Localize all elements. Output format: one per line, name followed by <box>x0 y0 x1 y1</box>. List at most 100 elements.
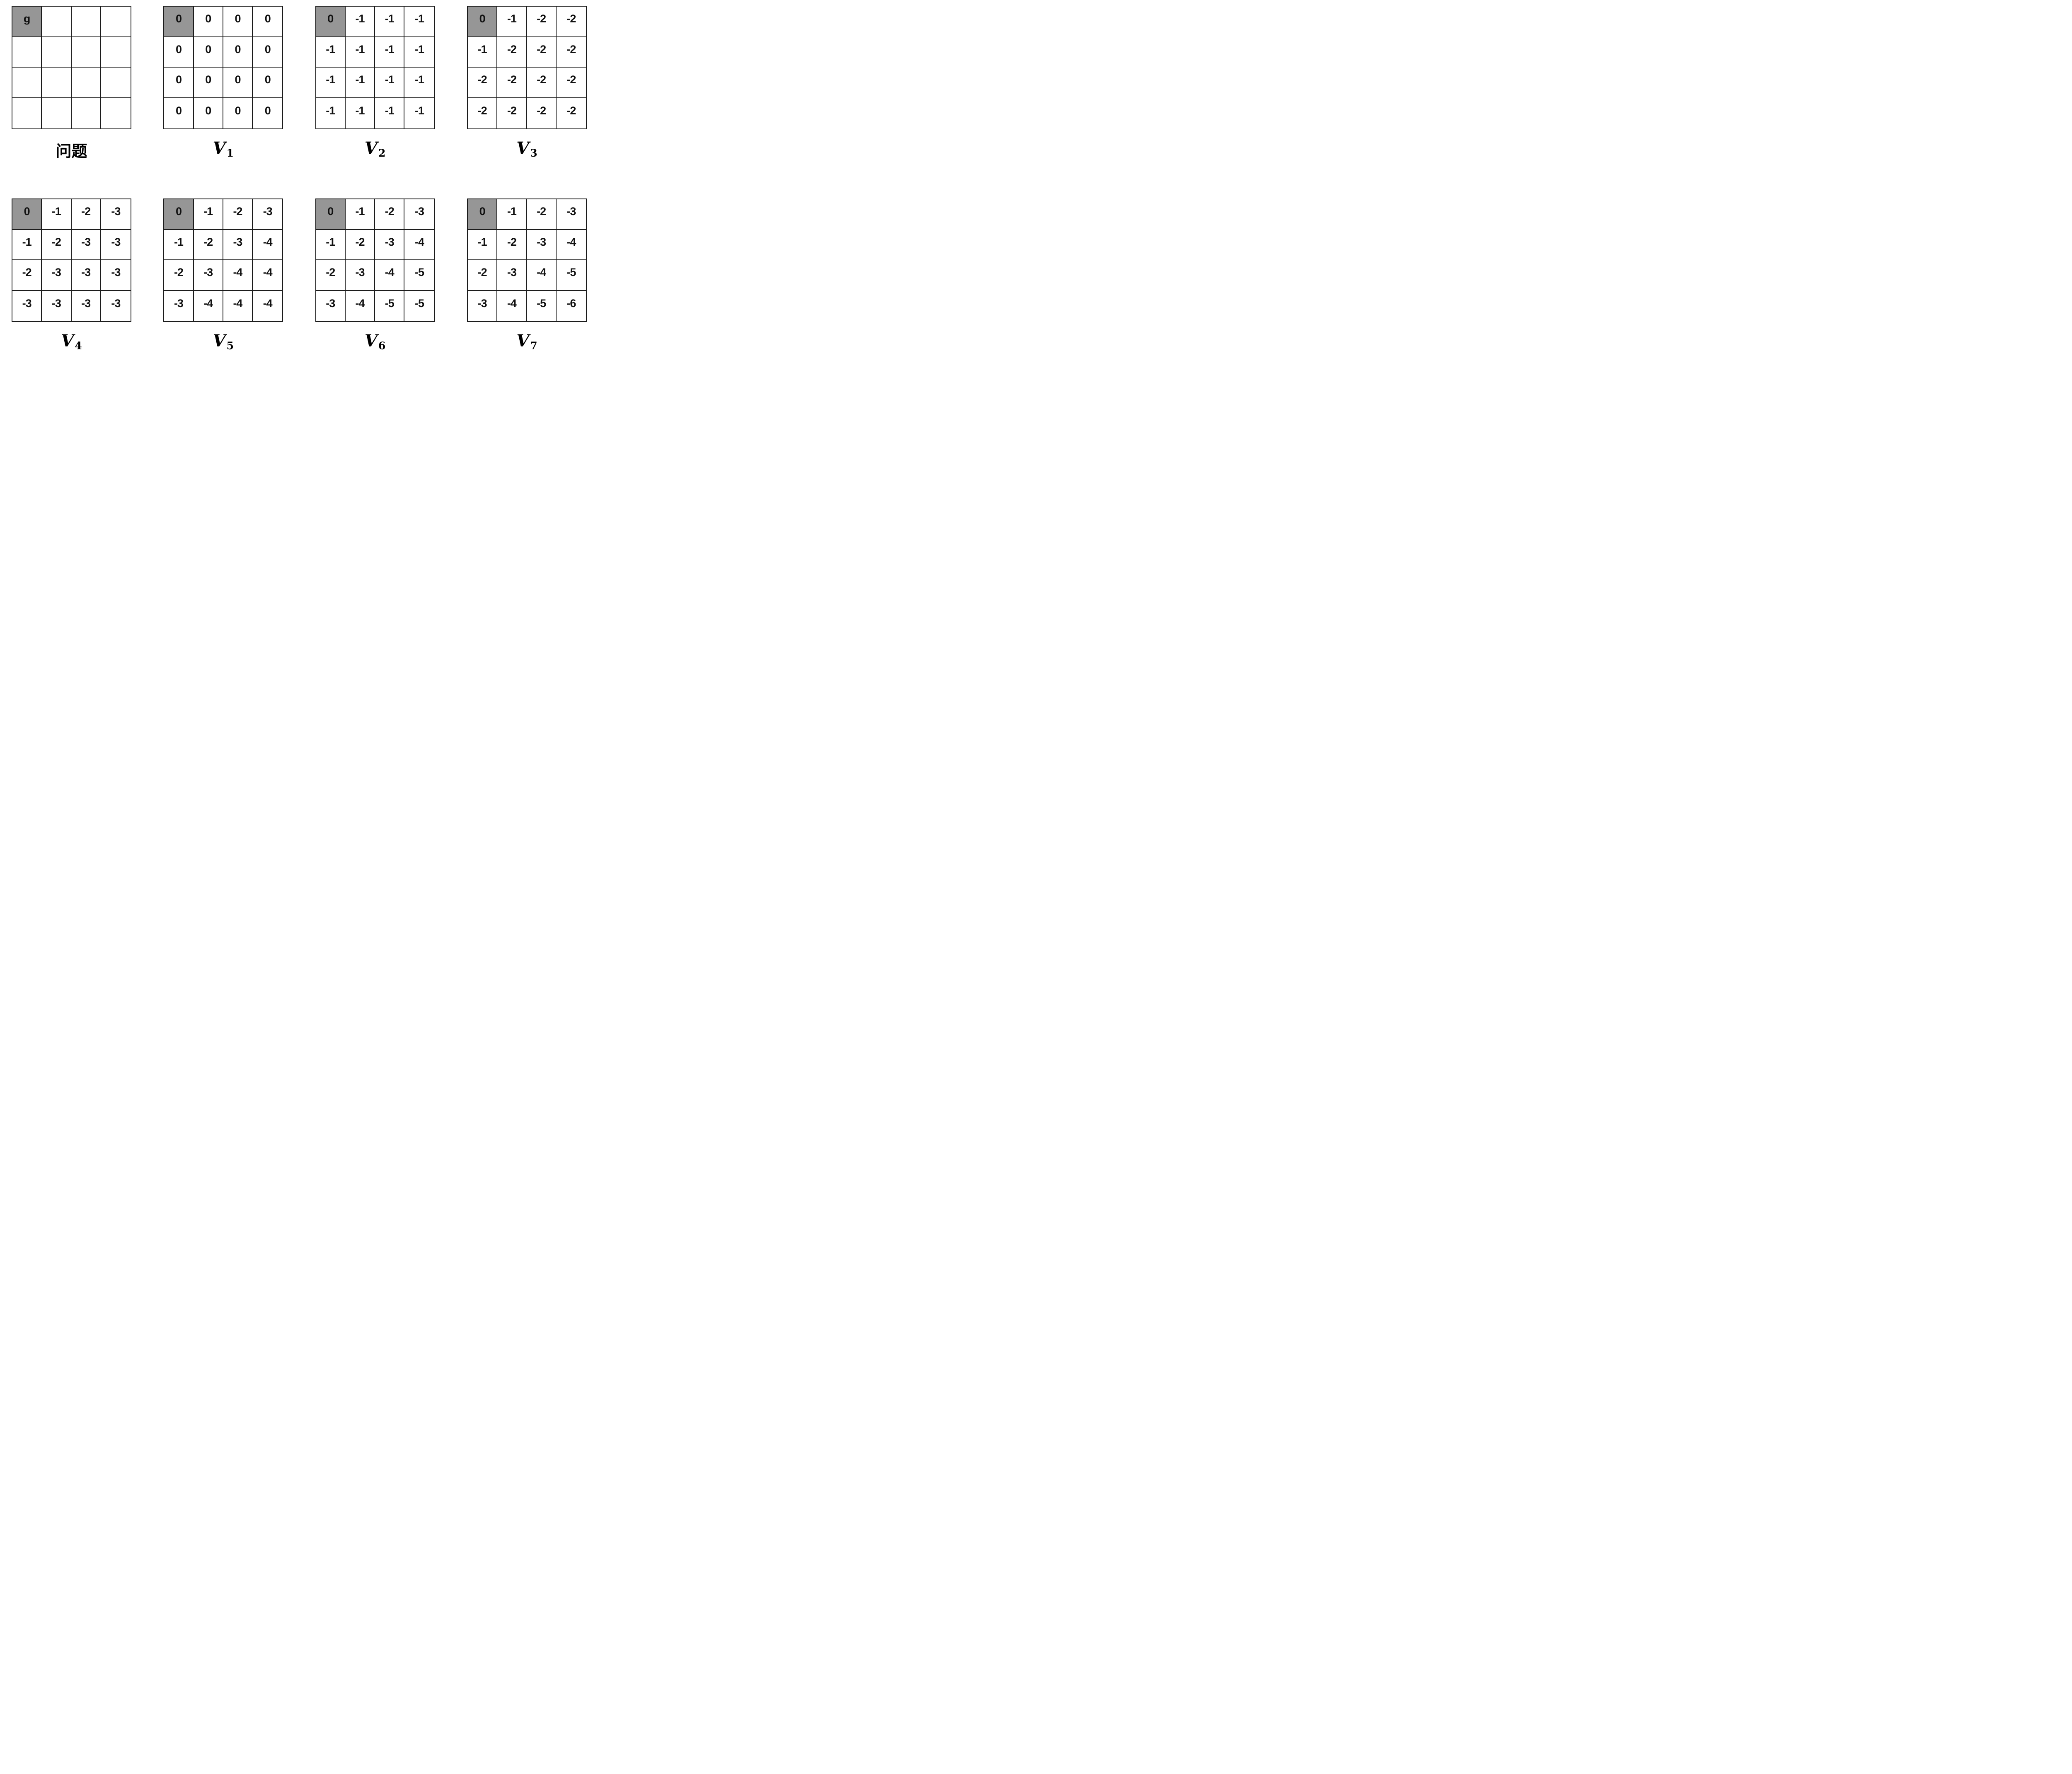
grid-cell-v3-r0c2: -2 <box>527 7 557 37</box>
value-symbol-subscript: 1 <box>226 147 234 159</box>
goal-cell-v6-r0c0: 0 <box>316 199 346 230</box>
grid-cell-problem-r2c1 <box>42 68 72 98</box>
grid-cell-v4-r1c1: -2 <box>42 230 72 260</box>
grid-cell-v4-r2c0: -2 <box>12 260 42 291</box>
goal-cell-v1-r0c0: 0 <box>164 7 194 37</box>
grid-cell-v4-r1c0: -1 <box>12 230 42 260</box>
grid-cell-v1-r3c2: 0 <box>223 98 253 128</box>
grid-cell-problem-r1c2 <box>71 37 101 68</box>
grid-cell-problem-r1c1 <box>42 37 72 68</box>
grid-cell-v1-r1c0: 0 <box>164 37 194 68</box>
grid-cell-v4-r2c1: -3 <box>42 260 72 291</box>
grid-cell-problem-r3c3 <box>101 98 131 129</box>
grid-cell-v6-r2c2: -4 <box>375 260 405 291</box>
value-symbol-base: V <box>61 331 74 351</box>
grid-cell-problem-r0c1 <box>42 7 72 37</box>
grid-cell-v1-r2c1: 0 <box>194 68 223 98</box>
value-function-symbol: V1 <box>213 138 234 159</box>
grid-cell-v4-r0c1: -1 <box>42 199 72 230</box>
value-grid-v4: 0-1-2-3-1-2-3-3-2-3-3-3-3-3-3-3 <box>12 198 131 322</box>
grid-cell-v2-r3c3: -1 <box>415 104 424 117</box>
panel-label-v7: V7 <box>467 331 587 352</box>
grid-cell-v7-r3c2: -5 <box>527 290 557 321</box>
grid-cell-v6-r3c0: -3 <box>316 290 346 321</box>
grid-cell-v4-r3c3: -3 <box>111 297 121 310</box>
value-function-symbol: V7 <box>516 331 537 352</box>
grid-cell-v6-r1c1: -2 <box>345 230 375 260</box>
grid-cell-v7-r2c3: -5 <box>556 260 586 291</box>
value-grid-v3: 0-1-2-2-1-2-2-2-2-2-2-2-2-2-2-2 <box>467 6 587 129</box>
grid-cell-problem-r3c2 <box>72 98 101 128</box>
grid-cell-v1-r0c3: 0 <box>253 7 283 37</box>
grid-cell-v5-r2c0: -2 <box>164 260 194 291</box>
value-symbol-base: V <box>516 138 530 158</box>
problem-label-text: 问题 <box>56 142 87 160</box>
grid-cell-v1-r2c2: 0 <box>223 68 253 98</box>
goal-cell-v5-r0c0: 0 <box>164 199 194 230</box>
grid-cell-problem-r1c3 <box>101 37 131 68</box>
grid-cell-v1-r0c1: 0 <box>194 7 223 37</box>
grid-cell-v4-r1c3: -3 <box>101 230 131 260</box>
grid-cell-v5-r3c3: -4 <box>263 297 273 310</box>
grid-cell-problem-r2c0 <box>12 68 42 98</box>
grid-cell-v3-r3c3: -2 <box>566 104 576 117</box>
grid-cell-v6-r1c0: -1 <box>316 230 346 260</box>
grid-cell-v2-r0c2: -1 <box>375 7 405 37</box>
value-symbol-base: V <box>516 331 530 351</box>
grid-cell-v6-r1c2: -3 <box>375 230 405 260</box>
grid-cell-v2-r2c2: -1 <box>375 68 405 98</box>
grid-cell-v1-r1c2: 0 <box>223 37 253 68</box>
value-grid-v7: 0-1-2-3-1-2-3-4-2-3-4-5-3-4-5-6 <box>467 198 587 322</box>
goal-cell-v2-r0c0: 0 <box>316 7 346 37</box>
grid-cell-v5-r2c2: -4 <box>223 260 253 291</box>
grid-cell-problem-r0c3 <box>101 7 131 37</box>
grid-cell-v6-r0c1: -1 <box>345 199 375 230</box>
grid-cell-v6-r0c3: -3 <box>404 199 434 230</box>
panel-label-v1: V1 <box>163 138 283 159</box>
panel-label-v2: V2 <box>315 138 435 159</box>
grid-cell-v1-r2c0: 0 <box>164 68 194 98</box>
grid-cell-v2-r1c2: -1 <box>375 37 405 68</box>
grid-cell-v3-r0c3: -2 <box>556 7 586 37</box>
grid-cell-v5-r3c0: -3 <box>164 290 194 321</box>
value-symbol-base: V <box>364 331 378 351</box>
grid-cell-v2-r3c2: -1 <box>375 98 405 128</box>
value-function-symbol: V6 <box>364 331 385 352</box>
grid-cell-v3-r2c2: -2 <box>527 68 557 98</box>
grid-cell-v4-r2c2: -3 <box>71 260 101 291</box>
grid-cell-v3-r2c3: -2 <box>556 68 586 98</box>
panel-label-v3: V3 <box>467 138 587 159</box>
value-symbol-subscript: 5 <box>226 340 234 352</box>
grid-cell-problem-r3c1 <box>42 98 72 128</box>
grid-cell-v1-r3c1: 0 <box>194 98 223 128</box>
grid-cell-v3-r3c0: -2 <box>468 98 498 128</box>
value-symbol-subscript: 4 <box>75 340 82 352</box>
grid-cell-v5-r3c2: -4 <box>223 290 253 321</box>
grid-cell-v5-r0c1: -1 <box>194 199 223 230</box>
grid-cell-v7-r3c0: -3 <box>468 290 498 321</box>
grid-cell-v7-r1c1: -2 <box>497 230 527 260</box>
grid-cell-v2-r0c3: -1 <box>404 7 434 37</box>
grid-cell-v1-r1c3: 0 <box>253 37 283 68</box>
grid-cell-v6-r2c1: -3 <box>345 260 375 291</box>
grid-cell-v5-r2c1: -3 <box>194 260 223 291</box>
grid-cell-v6-r3c2: -5 <box>375 290 405 321</box>
value-function-symbol: V2 <box>365 138 385 159</box>
grid-cell-v6-r2c0: -2 <box>316 260 346 291</box>
value-symbol-base: V <box>213 331 226 351</box>
value-symbol-base: V <box>213 138 226 158</box>
value-function-symbol: V5 <box>213 331 234 352</box>
grid-cell-v5-r1c2: -3 <box>223 230 253 260</box>
value-grid-v6: 0-1-2-3-1-2-3-4-2-3-4-5-3-4-5-5 <box>315 198 435 322</box>
grid-cell-v2-r3c0: -1 <box>316 98 346 128</box>
value-symbol-subscript: 7 <box>530 340 537 352</box>
grid-cell-v1-r1c1: 0 <box>194 37 223 68</box>
grid-cell-v2-r3c1: -1 <box>346 98 375 128</box>
